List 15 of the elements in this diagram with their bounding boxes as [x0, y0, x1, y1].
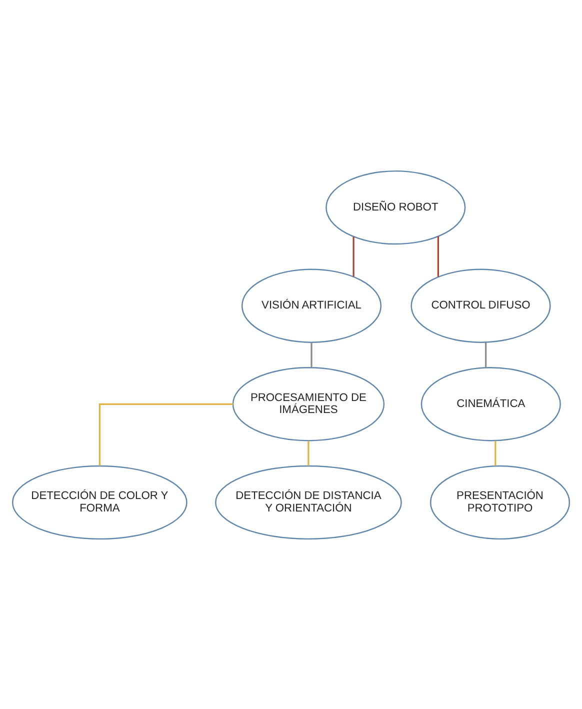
node-ellipse: DISEÑO ROBOT	[326, 170, 466, 244]
node-ellipse: CONTROL DIFUSO	[410, 268, 551, 342]
node-ellipse: VISIÓN ARTIFICIAL	[241, 268, 382, 342]
node-ellipse: PROCESAMIENTO DE IMÁGENES	[232, 366, 385, 441]
connector	[437, 236, 439, 276]
connector	[485, 342, 487, 368]
connector	[308, 440, 310, 466]
node-ellipse: DETECCIÓN DE DISTANCIA Y ORIENTACIÓN	[215, 464, 402, 540]
connector	[352, 236, 354, 276]
node-ellipse: CINEMÁTICA	[420, 366, 561, 441]
node-ellipse: DETECCIÓN DE COLOR Y FORMA	[12, 464, 188, 540]
connector	[310, 342, 312, 368]
connector	[98, 402, 234, 466]
node-ellipse: PRESENTACIÓN PROTOTIPO	[430, 464, 570, 540]
connector	[494, 440, 496, 466]
